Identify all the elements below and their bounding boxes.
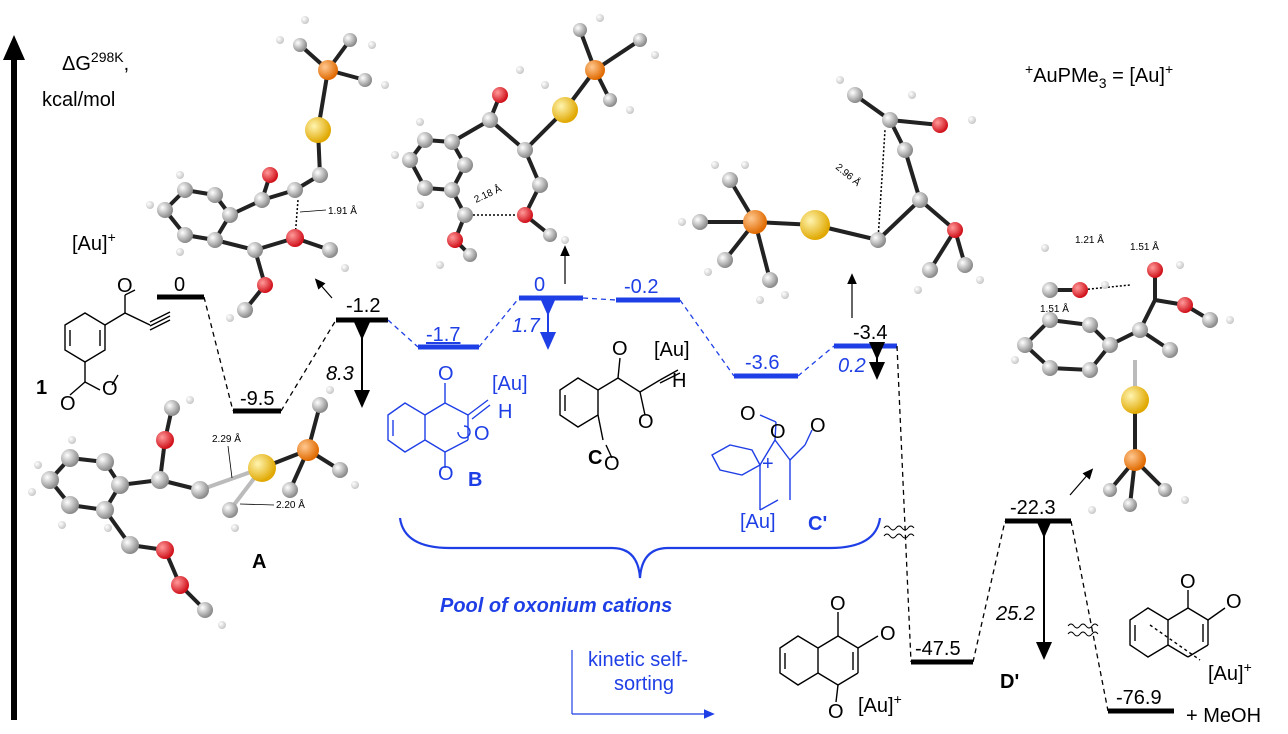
dist-2: 2.18 Å: [472, 182, 504, 206]
structure-Cp: [711, 414, 813, 511]
dist-4: 2.29 Å: [212, 432, 241, 445]
au-catalyst: [Au]+: [72, 229, 116, 255]
value-C: -0.2: [624, 276, 658, 298]
structure-ts1: [146, 16, 389, 322]
Cp-O2: O: [770, 421, 786, 443]
structure-1: [64, 289, 171, 396]
prod-O2: O: [1226, 591, 1242, 613]
C-O2: O: [638, 411, 654, 433]
B-H: H: [498, 401, 512, 423]
C-H: H: [672, 370, 686, 392]
barrier-2: 1.7: [512, 315, 541, 337]
label-1: 1: [36, 377, 47, 399]
barrier-3: 0.2: [838, 355, 866, 377]
prod-Au: [Au]+: [1208, 659, 1252, 685]
value-ts4: -22.3: [1010, 497, 1056, 519]
kinetic-label-2: sorting: [614, 673, 674, 695]
B-Au: [Au]: [492, 373, 528, 395]
label-B: B: [468, 469, 482, 491]
B-O2: O: [474, 423, 490, 445]
au-legend: +AuPMe3 = [Au]+: [1025, 61, 1173, 91]
dist-3: 2.96 Å: [833, 160, 864, 189]
structure-Dp: [779, 612, 879, 703]
barrier-arrows: [354, 298, 1052, 660]
C-O1: O: [612, 338, 628, 360]
dist-6: 1.21 Å: [1075, 233, 1104, 246]
barrier-1: 8.3: [326, 363, 354, 385]
Cp-O3: O: [810, 415, 826, 437]
structure-pointers: [314, 245, 1094, 496]
value-Dp: -47.5: [915, 638, 961, 660]
structure-ts2: [391, 14, 659, 269]
structure-ts4: [1011, 244, 1234, 514]
Dp-Au: [Au]+: [858, 691, 902, 717]
structure-product: [1129, 590, 1226, 661]
pool-brace: [398, 517, 882, 579]
kinetic-arrow: [571, 650, 715, 719]
cmpd-1-O3: O: [60, 393, 76, 415]
barrier-4: 25.2: [995, 603, 1035, 625]
Dp-O1: O: [830, 593, 846, 615]
cmpd-1-O1: O: [117, 275, 133, 297]
Dp-O2: O: [880, 623, 896, 645]
Cp-Au: [Au]: [740, 511, 776, 533]
label-Dp: D': [1000, 671, 1019, 693]
value-B: -1.7: [426, 324, 460, 346]
dist-1: 1.91 Å: [328, 204, 357, 217]
cmpd-1-O2: O: [102, 378, 118, 400]
kinetic-label-1: kinetic self-: [588, 649, 688, 671]
dist-7: 1.51 Å: [1130, 240, 1159, 253]
B-O1: O: [438, 363, 454, 385]
prod-O1: O: [1180, 571, 1196, 593]
label-C: C: [588, 447, 602, 469]
value-start: 0: [174, 274, 185, 296]
connectors: [203, 296, 1109, 712]
label-A: A: [252, 551, 266, 573]
B-O3: O: [438, 463, 454, 485]
structure-ts3: [678, 76, 984, 304]
C-O3: O: [604, 453, 620, 475]
value-ts1: -1.2: [346, 295, 380, 317]
C-Au: [Au]: [654, 339, 690, 361]
value-ts3: -3.4: [853, 322, 887, 344]
prod-meoh: + MeOH: [1186, 705, 1261, 727]
value-ts2: 0: [534, 274, 545, 296]
axis-break-marks: [883, 525, 1099, 637]
Dp-O3: O: [828, 701, 844, 723]
energy-axis: [3, 35, 25, 720]
Cp-O1: O: [740, 403, 756, 425]
Cp-plus: +: [762, 453, 774, 475]
structure-A: [28, 386, 359, 629]
value-A: -9.5: [240, 388, 274, 410]
value-Cp: -3.6: [745, 352, 779, 374]
dist-5: 2.20 Å: [276, 498, 305, 511]
structure-B: [387, 383, 491, 468]
value-prod: -76.9: [1116, 687, 1162, 709]
dist-8: 1.51 Å: [1040, 302, 1069, 315]
label-Cp: C': [808, 513, 827, 535]
axis-unit: kcal/mol: [42, 89, 115, 111]
structure-C: [559, 357, 681, 459]
pool-label: Pool of oxonium cations: [440, 595, 672, 617]
axis-label: ΔG298K,: [62, 49, 129, 75]
